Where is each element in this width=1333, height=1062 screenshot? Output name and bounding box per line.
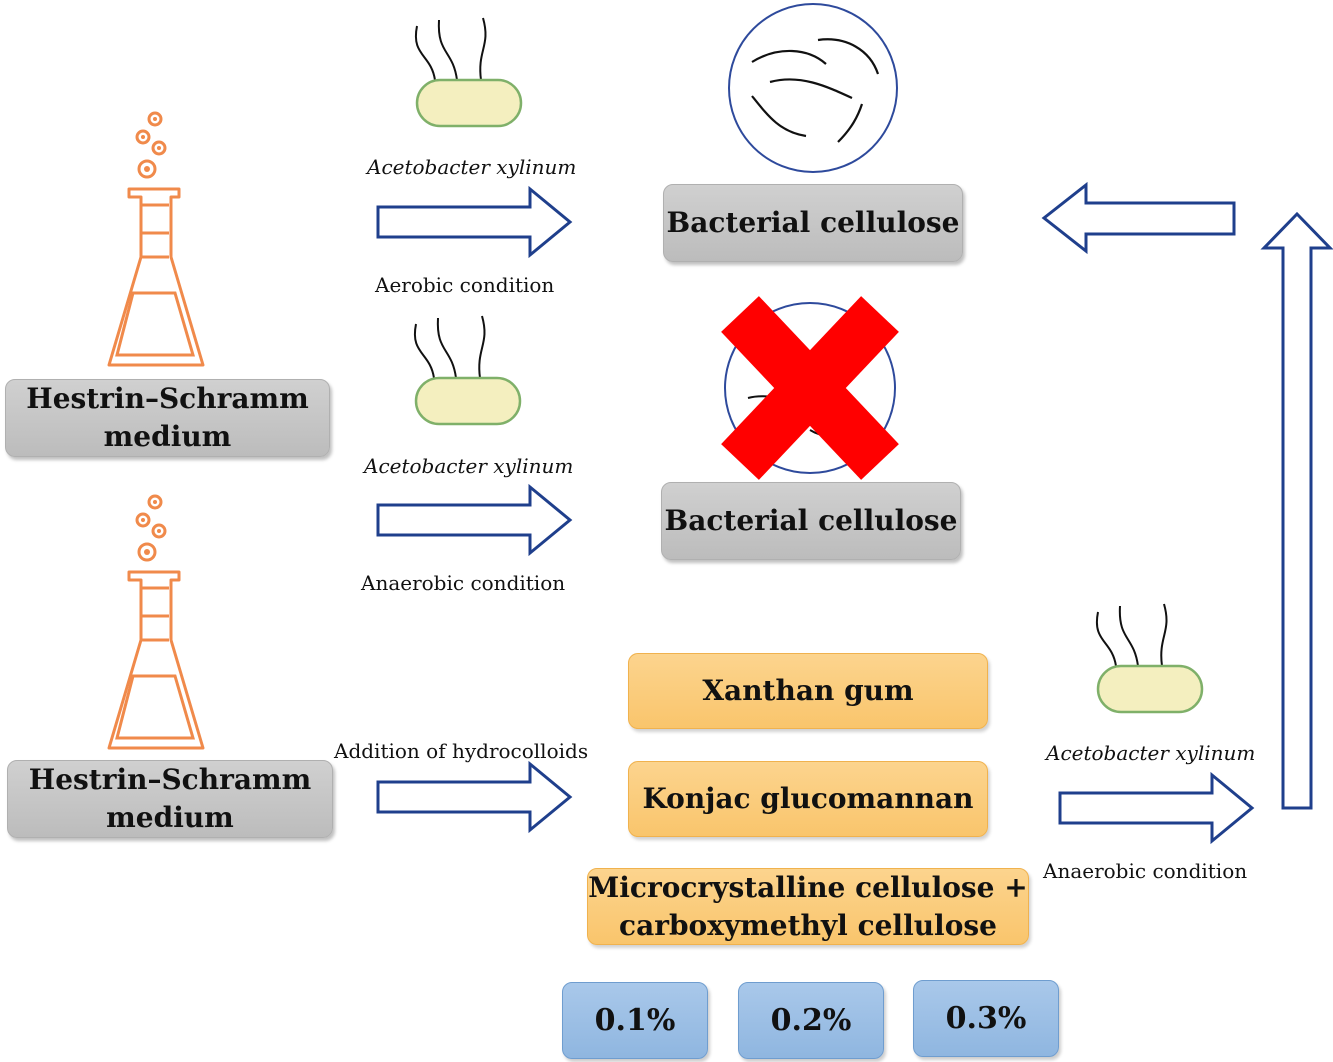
arrow-icon: [376, 485, 572, 555]
product-label: Bacterial cellulose: [666, 206, 960, 239]
hydrocolloid-label-line2: carboxymethyl cellulose: [619, 908, 997, 942]
flask-icon: [107, 494, 205, 750]
medium-box-top: Hestrin–Schramm medium: [5, 379, 330, 457]
hydrocolloid-box-konjac: Konjac glucomannan: [628, 761, 988, 837]
product-box-top: Bacterial cellulose: [663, 184, 963, 262]
arrow-icon: [1260, 211, 1333, 810]
bacterium-icon: [1095, 602, 1204, 714]
hydrocolloid-box-xanthan: Xanthan gum: [628, 653, 988, 729]
concentration-box: 0.3%: [913, 980, 1059, 1057]
concentration-label: 0.2%: [770, 1003, 852, 1038]
product-box-middle: Bacterial cellulose: [661, 482, 961, 560]
bacterium-icon: [414, 16, 523, 128]
medium-label-line2: medium: [106, 801, 234, 834]
hydrocolloid-label: Konjac glucomannan: [642, 782, 974, 815]
arrow-icon: [376, 762, 572, 832]
organism-label: Acetobacter xylinum: [367, 155, 577, 179]
flask-icon: [107, 111, 205, 367]
concentration-label: 0.1%: [594, 1003, 676, 1038]
product-label: Bacterial cellulose: [664, 504, 958, 537]
organism-label: Acetobacter xylinum: [1046, 741, 1256, 765]
concentration-label: 0.3%: [945, 1001, 1027, 1036]
bacterium-icon: [413, 314, 522, 426]
medium-label-line1: Hestrin–Schramm: [26, 382, 309, 415]
arrow-icon: [376, 187, 572, 257]
condition-label: Aerobic condition: [375, 273, 555, 297]
arrow-icon: [1041, 181, 1236, 255]
condition-label: Addition of hydrocolloids: [334, 739, 589, 763]
organism-label: Acetobacter xylinum: [364, 454, 574, 478]
medium-box-bottom: Hestrin–Schramm medium: [7, 760, 333, 838]
cross-icon: [721, 296, 899, 480]
condition-label: Anaerobic condition: [1043, 859, 1248, 883]
arrow-icon: [1058, 773, 1254, 843]
medium-label-line2: medium: [103, 420, 232, 453]
medium-label-line1: Hestrin–Schramm: [28, 763, 312, 796]
condition-label: Anaerobic condition: [361, 571, 566, 595]
hydrocolloid-label-line1: Microcrystalline cellulose +: [588, 870, 1028, 904]
hydrocolloid-label: Xanthan gum: [702, 674, 914, 707]
concentration-box: 0.1%: [562, 982, 708, 1059]
concentration-box: 0.2%: [738, 982, 884, 1059]
cellulose-fiber-icon: [728, 3, 898, 173]
hydrocolloid-box-mcc: Microcrystalline cellulose + carboxymeth…: [587, 868, 1029, 945]
